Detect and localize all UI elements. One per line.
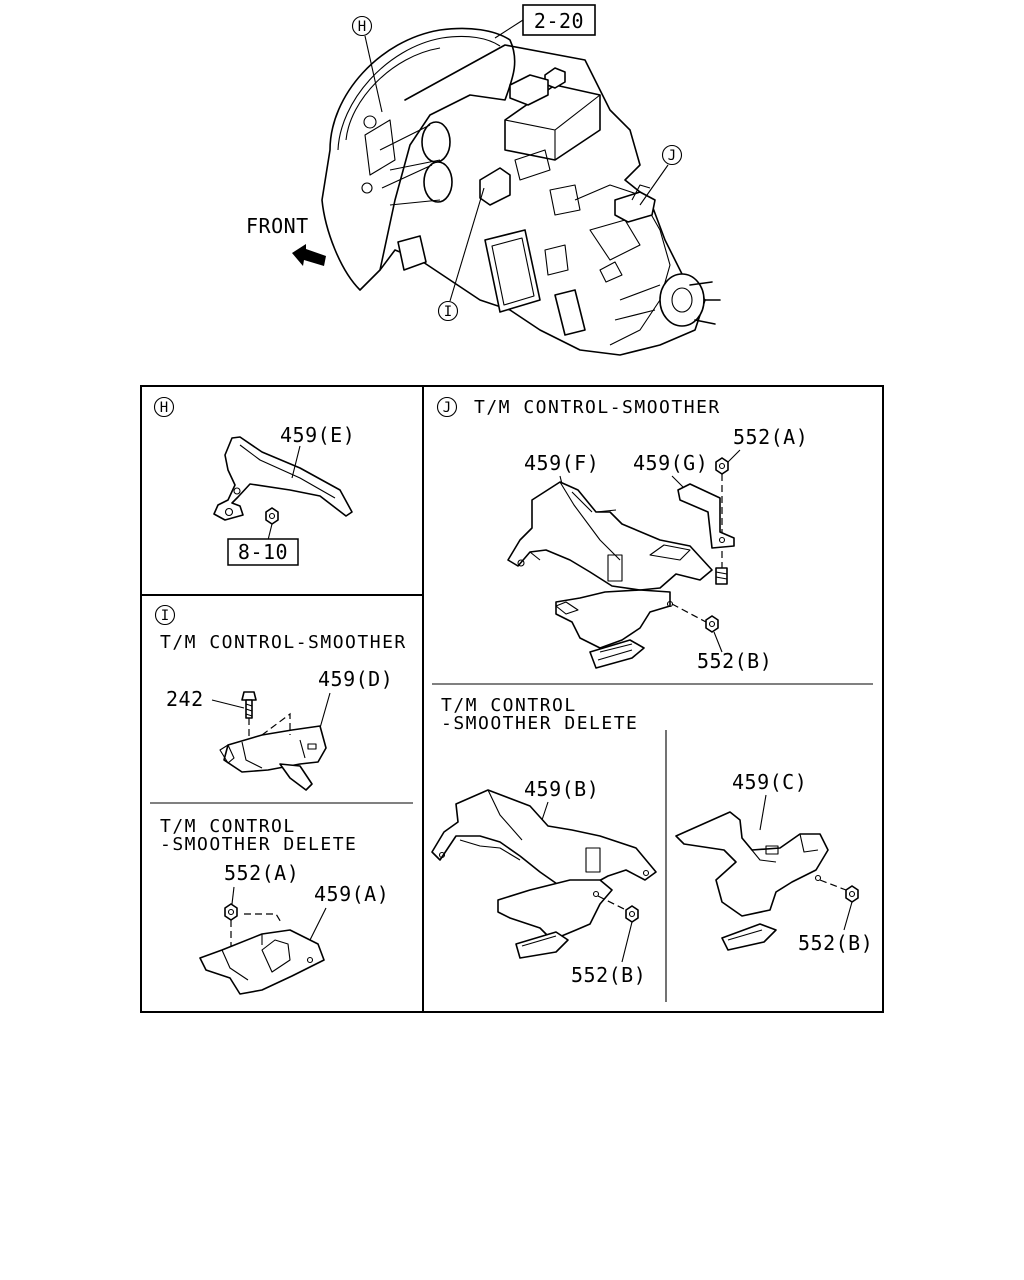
part-label-552a-i: 552(A) [224, 861, 299, 885]
part-label-242: 242 [166, 687, 204, 711]
bracket-459c [675, 811, 829, 917]
panel-j-delete-title-line2: -SMOOTHER DELETE [441, 713, 638, 734]
part-label-459c: 459(C) [732, 770, 807, 794]
ref-box-2-20: 2-20 [494, 4, 596, 39]
panel-h-marker: H [160, 400, 168, 416]
ref-box-2-20-label: 2-20 [534, 9, 584, 33]
bracket-459b-lower [497, 879, 613, 941]
callout-j-letter: J [668, 148, 676, 164]
panel-j: J T/M CONTROL-SMOOTHER 459(F) 459(G) 552… [431, 396, 873, 987]
front-indicator: FRONT [246, 214, 326, 266]
callout-i: I [437, 187, 485, 322]
callout-h: H [351, 15, 383, 113]
nut-icon [705, 615, 719, 633]
nut-icon [625, 905, 639, 923]
part-label-459b: 459(B) [524, 777, 599, 801]
panel-i: I T/M CONTROL-SMOOTHER 242 459(D) T/M CO… [154, 604, 407, 995]
ref-box-8-10-label: 8-10 [238, 540, 288, 564]
bracket-459e [213, 436, 353, 521]
callout-i-letter: I [444, 304, 452, 320]
panel-i-delete-title-line1: T/M CONTROL [160, 816, 296, 837]
panel-j-marker: J [443, 400, 451, 416]
callout-j: J [639, 144, 683, 206]
panel-j-delete-title-line1: T/M CONTROL [441, 695, 577, 716]
nut-icon [715, 457, 729, 475]
panel-i-title: T/M CONTROL-SMOOTHER [160, 632, 407, 653]
nut-icon [265, 507, 279, 525]
front-label: FRONT [246, 214, 309, 238]
part-label-459f: 459(F) [524, 451, 599, 475]
callout-h-letter: H [358, 19, 366, 35]
part-label-459a: 459(A) [314, 882, 389, 906]
panel-i-delete-title-line2: -SMOOTHER DELETE [160, 834, 357, 855]
bolt-icon [241, 691, 257, 719]
part-label-459d: 459(D) [318, 667, 393, 691]
bracket-459g [677, 483, 735, 549]
bracket-459f [507, 481, 713, 591]
part-label-552a-j: 552(A) [733, 425, 808, 449]
nut-icon [845, 885, 859, 903]
nut-icon [224, 903, 238, 921]
part-label-459g: 459(G) [633, 451, 708, 475]
part-label-552b-j: 552(B) [697, 649, 772, 673]
bracket-459b [431, 789, 657, 889]
panel-h: H 459(E) 8-10 [153, 396, 355, 566]
part-label-552b-right: 552(B) [798, 931, 873, 955]
panel-j-title: T/M CONTROL-SMOOTHER [474, 397, 721, 418]
front-arrow-icon [292, 244, 326, 266]
panel-frames [140, 385, 884, 1013]
bracket-459f-lower [555, 589, 671, 649]
bolt-icon [715, 567, 728, 585]
bracket-459a [199, 929, 325, 995]
bracket-459d [223, 725, 327, 773]
part-label-459e: 459(E) [280, 423, 355, 447]
transmission-assembly [321, 27, 721, 356]
panel-i-marker: I [161, 608, 169, 624]
part-label-552b-left: 552(B) [571, 963, 646, 987]
